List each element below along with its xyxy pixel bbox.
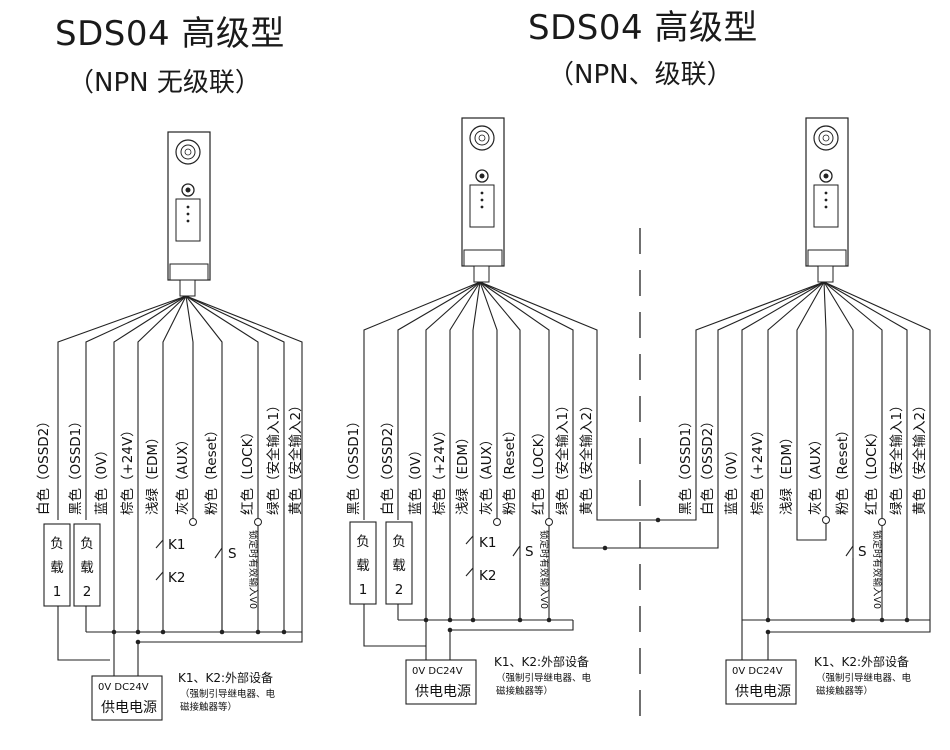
svg-text:0V DC24V: 0V DC24V [98,682,149,693]
svg-text:K1、K2:外部设备: K1、K2:外部设备 [814,654,909,669]
wire-label: 黑色（OSSD1） [67,414,84,515]
wire-label: 红色（LOCK） [530,425,547,515]
lock-note: 锁定时有效输入V0 [247,530,259,609]
wire-label: 浅绿（EDM） [455,430,471,515]
svg-text:供电电源: 供电电源 [101,700,157,716]
wire-label: 棕色（+24V） [431,423,448,515]
right-power-supply-a: 0V DC24V 供电电源 K1、K2:外部设备 （强制引导继电器、电 磁接触器… [405,654,592,705]
right-aux-a: 锁定时有效输入V0 S K1 K2 [398,518,574,660]
right-wire-labels-a: 黑色（OSSD1） 白色（OSSD2） 蓝色（0V） 棕色（+24V） 浅绿（E… [345,398,595,515]
wire-label: 蓝色（0V） [93,443,110,515]
svg-text:0V DC24V: 0V DC24V [732,666,783,677]
svg-text:磁接触器等）: 磁接触器等） [496,685,553,697]
svg-text:（强制引导继电器、电: （强制引导继电器、电 [816,672,912,684]
wire-label: 绿色（安全输入1） [265,398,282,515]
wire-label: 红色（LOCK） [863,425,880,515]
wire-label: 黄色（安全输入2） [578,398,595,515]
wire-label: 白色（OSSD2） [379,414,396,515]
wire-label: 灰色（AUX） [807,433,824,515]
wire-label: 粉色（Reset） [203,423,220,515]
svg-text:S: S [858,544,867,560]
wire-label: 浅绿（EDM） [779,430,795,515]
wire-label: 棕色（+24V） [749,423,766,515]
left-wires [57,295,303,632]
wire-label: 黄色（安全输入2） [287,398,304,515]
wire-label: 绿色（安全输入1） [554,398,571,515]
right-title: SDS04 高级型 [528,8,758,48]
lock-note: 锁定时有效输入V0 [538,530,550,609]
svg-text:1: 1 [53,584,62,600]
wire-label: 蓝色（0V） [723,443,740,515]
svg-text:2: 2 [83,584,92,600]
right-wire-labels-b: 黑色（OSSD1） 白色（OSSD2） 蓝色（0V） 棕色（+24V） 浅绿（E… [677,398,928,515]
svg-text:S: S [228,546,237,562]
right-wires-b [605,281,931,620]
svg-text:载: 载 [80,560,94,576]
wire-label: 白色（OSSD2） [699,414,716,515]
left-wire-labels: 白色（OSSD2） 黑色（OSSD1） 蓝色（0V） 棕色（+24V） 浅绿（E… [35,398,304,515]
right-aux-b: 锁定时有效输入V0 S [741,516,931,660]
svg-text:（强制引导继电器、电: （强制引导继电器、电 [180,688,276,700]
wire-label: 黑色（OSSD1） [677,414,694,515]
wire-label: 棕色（+24V） [119,423,136,515]
left-aux-reset-lock: 锁定时有效输入V0 S K1 K2 [86,518,303,676]
wire-label: 绿色（安全输入1） [888,398,905,515]
wire-label: 灰色（AUX） [174,433,191,515]
left-power-supply: 0V DC24V 供电电源 K1、K2:外部设备 （强制引导继电器、电 磁接触器… [91,670,276,721]
wire-label: 红色（LOCK） [239,425,256,515]
lock-note: 锁定时有效输入V0 [871,530,883,609]
right-wires-a [363,281,658,620]
right-sensor-a [461,117,505,283]
svg-text:S: S [525,544,534,560]
svg-text:K1、K2:外部设备: K1、K2:外部设备 [494,654,589,669]
wire-label: 粉色（Reset） [501,423,518,515]
wire-label: 黑色（OSSD1） [345,414,362,515]
svg-text:磁接触器等）: 磁接触器等） [180,701,237,713]
wire-label: 黄色（安全输入2） [911,398,928,515]
wire-label: 粉色（Reset） [834,423,851,515]
svg-text:K1: K1 [479,535,496,551]
svg-text:载: 载 [392,558,406,574]
svg-text:K2: K2 [168,570,185,586]
wire-label: 灰色（AUX） [478,433,495,515]
svg-text:供电电源: 供电电源 [415,684,471,700]
svg-text:0V DC24V: 0V DC24V [412,666,463,677]
right-sensor-b [805,117,849,283]
svg-text:K2: K2 [479,568,496,584]
left-sensor [167,131,211,297]
svg-text:载: 载 [50,560,64,576]
svg-text:K1: K1 [168,537,185,553]
svg-text:（强制引导继电器、电: （强制引导继电器、电 [496,672,592,684]
right-loads: 负 载 1 负 载 2 [349,521,426,647]
right-subtitle: （NPN、级联） [548,60,733,90]
left-loads: 负 载 1 负 载 2 [43,523,110,661]
svg-text:2: 2 [395,582,404,598]
right-power-supply-b: 0V DC24V 供电电源 K1、K2:外部设备 （强制引导继电器、电 磁接触器… [725,654,912,705]
wire-label: 浅绿（EDM） [145,430,161,515]
svg-text:K1、K2:外部设备: K1、K2:外部设备 [178,670,273,685]
wire-label: 白色（OSSD2） [35,414,52,515]
svg-text:载: 载 [356,558,370,574]
svg-text:负: 负 [50,536,64,552]
svg-text:负: 负 [392,534,406,550]
svg-text:负: 负 [80,536,94,552]
svg-text:负: 负 [356,534,370,550]
left-title: SDS04 高级型 [55,14,285,54]
left-subtitle: （NPN 无级联） [68,68,261,98]
svg-text:供电电源: 供电电源 [735,684,791,700]
wire-label: 蓝色（0V） [407,443,424,515]
svg-text:1: 1 [359,582,368,598]
svg-text:磁接触器等）: 磁接触器等） [816,685,873,697]
